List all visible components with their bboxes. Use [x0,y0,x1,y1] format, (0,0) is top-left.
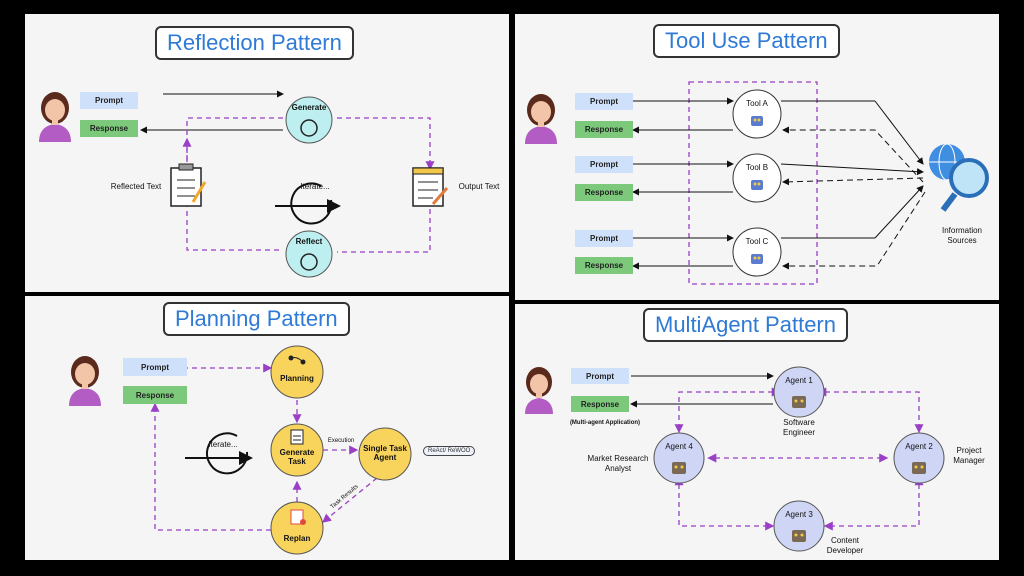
agent-2-node [893,432,945,484]
task-results-arrow [321,477,378,523]
planning-title: Planning Pattern [163,302,350,336]
response-chip: Response [571,396,629,412]
reflection-panel: Reflection Pattern Prompt Response Gener… [25,14,509,292]
replan-to-response-arrow [150,402,271,531]
replan-document-icon [290,509,306,525]
user-avatar-icon [525,94,557,144]
loop-right-path [337,117,435,171]
execution-label: Execution [327,438,355,444]
content-developer-label: Content Developer [826,536,864,555]
multiagent-panel: MultiAgent Pattern Prompt Response (Mult… [515,304,999,560]
market-research-analyst-label: Market Research Analyst [587,454,649,473]
planning-label: Planning [280,374,314,383]
clipboard-icon [290,429,304,445]
agent-connections [674,387,924,531]
tool-a-label: Tool A [746,99,768,108]
reflection-diagram [39,90,449,278]
prompt-chip-a: Prompt [575,93,633,110]
prompt-chip: Prompt [571,368,629,384]
prompt-chip: Prompt [80,92,138,109]
openai-icon [300,119,318,137]
info-sources-label: Information Sources [941,226,983,245]
tool-b-node [732,153,782,203]
tool-b-arrows [632,160,734,196]
user-avatar-icon [39,92,71,142]
tool-c-arrows [632,234,734,270]
prompt-chip: Prompt [123,358,187,376]
agent-4-node [653,432,705,484]
tool-c-node [732,227,782,277]
checklist-icon [170,163,207,207]
iterate-loop-icon [275,182,341,225]
reflected-text-label: Reflected Text [110,182,162,191]
replan-node [270,501,324,555]
reflect-label: Reflect [295,237,323,246]
tool-c-label: Tool C [745,237,769,246]
tool-use-diagram [525,81,989,285]
generate-task-label: Generate Task [279,448,315,467]
agent-1-label: Agent 1 [785,376,813,385]
agent-1-node [773,366,825,418]
agent-3-label: Agent 3 [785,510,813,519]
tool-use-title: Tool Use Pattern [653,24,840,58]
info-source-arrows [780,100,926,270]
iterate-label: Iterate... [300,182,330,191]
agent-4-label: Agent 4 [665,442,693,451]
user-avatar-icon [525,367,553,414]
reflection-title: Reflection Pattern [155,26,354,60]
single-task-agent-node [358,427,412,481]
tool-a-arrows [632,97,734,134]
multiagent-diagram [525,366,945,552]
response-chip: Response [80,120,138,137]
robot-icon [792,530,806,542]
tool-b-label: Tool B [745,163,769,172]
loop-bottom-path [337,209,431,253]
project-manager-label: Project Manager [953,446,985,465]
generate-label: Generate [291,103,327,112]
robot-icon [672,462,686,474]
iterate-label: Iterate... [208,440,238,449]
react-rewoo-badge: ReAct/ ReWOO [423,446,476,456]
robot-icon [751,116,763,126]
agent-3-node [773,500,825,552]
robot-icon [751,254,763,264]
app-label: (Multi-agent Application) [569,420,641,426]
output-text-label: Output Text [458,182,500,191]
robot-icon [792,396,806,408]
single-task-agent-label: Single Task Agent [363,444,407,463]
agent-2-label: Agent 2 [905,442,933,451]
globe-search-icon [929,143,989,212]
prompt-chip-c: Prompt [575,230,633,247]
notepad-icon [412,167,449,207]
tools-dashed-box [688,81,818,285]
planning-panel: Planning Pattern Prompt Response Plannin… [25,296,509,560]
generate-task-node [270,423,324,477]
response-chip-b: Response [575,184,633,201]
planning-diagram [69,345,412,555]
tool-use-panel: Tool Use Pattern Prompt Response Prompt … [515,14,999,300]
response-chip-a: Response [575,121,633,138]
robot-icon [912,462,926,474]
tool-a-node [732,89,782,139]
replan-label: Replan [283,534,311,543]
user-avatar-icon [69,356,101,406]
prompt-chip-b: Prompt [575,156,633,173]
software-engineer-label: Software Engineer [782,418,816,437]
response-chip: Response [123,386,187,404]
response-chip-c: Response [575,257,633,274]
iterate-loop-icon [185,432,253,475]
robot-icon [751,180,763,190]
multiagent-title: MultiAgent Pattern [643,308,848,342]
openai-icon [300,253,318,271]
planning-node [270,345,324,399]
flow-icon [288,355,306,365]
